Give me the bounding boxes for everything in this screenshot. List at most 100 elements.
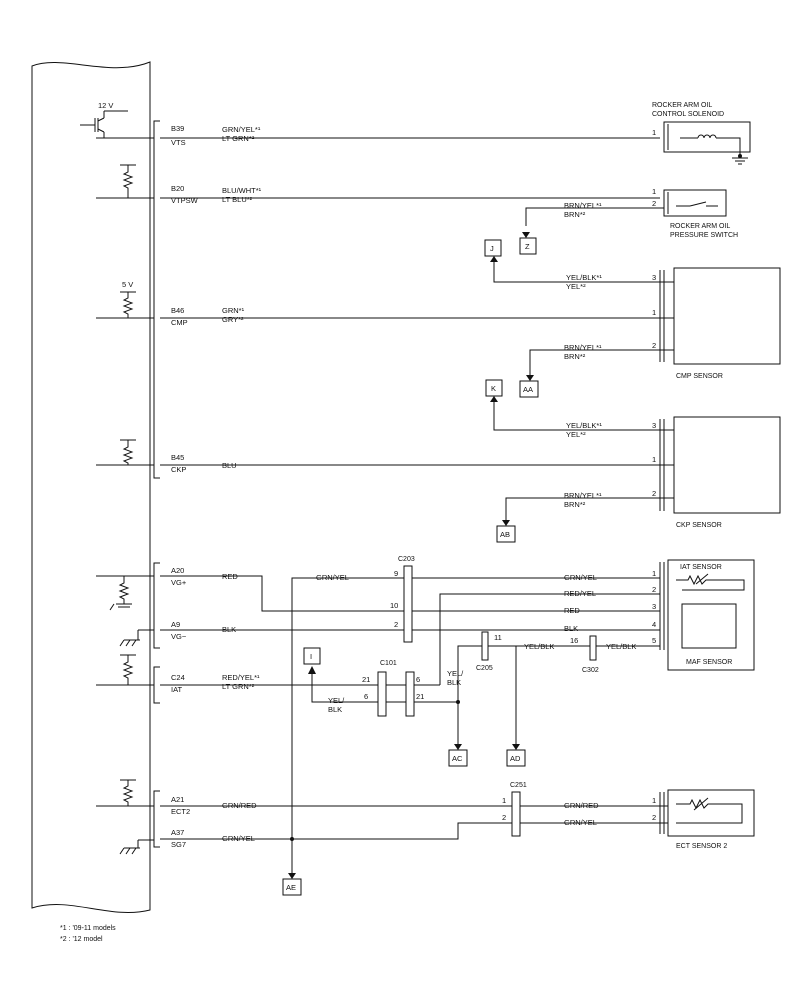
c101-pin-21-right: 21	[416, 692, 424, 701]
ecm-internal-circuits	[80, 110, 154, 855]
c205-connector	[481, 631, 489, 661]
c302-pin-16: 16	[570, 636, 578, 645]
wire-cmp-sig-label-1: GRN*¹	[222, 306, 245, 315]
wire-iat-label-2: LT GRN*²	[222, 682, 255, 691]
wire-sw-gnd-label-1: BRN/YEL*¹	[564, 201, 602, 210]
wire-grn-yel-label: GRN/YEL	[316, 573, 349, 582]
pin-maf-5: 5	[652, 636, 656, 645]
pin-ect-1: 1	[652, 796, 656, 805]
pressure-switch-label-2: PRESSURE SWITCH	[670, 232, 738, 239]
c203-pin-9: 9	[394, 569, 398, 578]
footnotes: *1 : '09-11 models *2 : '12 model	[60, 925, 116, 943]
ref-ae: AE	[286, 883, 296, 892]
ref-k: K	[491, 384, 496, 393]
pin-ect-2: 2	[652, 813, 656, 822]
ckp-circuit: YEL/BLK*¹ YEL*² 3 BLU 1 BRN/YEL*¹ BRN*² …	[160, 398, 781, 529]
wire-ect-grn-red-label: GRN/RED	[564, 801, 599, 810]
ref-j: J	[490, 244, 494, 253]
ground-dot	[738, 154, 742, 158]
ref-i: I	[310, 652, 312, 661]
wire-red-label: RED	[222, 572, 238, 581]
wire-vtpsw-label-2: LT BLU*²	[222, 195, 253, 204]
c203-connector	[403, 565, 413, 643]
wire-maf-grn-yel-label: GRN/YEL	[564, 573, 597, 582]
wire-c205-yel-blk-label-2: BLK	[447, 678, 461, 687]
reference-boxes: J Z K AA AB I AC AD AE	[282, 232, 539, 896]
pin-a37-id: A37	[171, 828, 184, 837]
ref-z: Z	[525, 242, 530, 251]
pin-maf-2: 2	[652, 585, 656, 594]
maf-element	[681, 603, 737, 649]
wire-ckp-gnd-label-2: BRN*²	[564, 500, 586, 509]
footnote-2: *2 : '12 model	[60, 936, 103, 943]
ref-ab: AB	[500, 530, 510, 539]
c203-pin-10: 10	[390, 601, 398, 610]
c203-pin-2: 2	[394, 620, 398, 629]
wire-c205-yel-blk-label-1: YEL/	[447, 669, 464, 678]
c205-pin-11: 11	[494, 633, 502, 642]
wire-maf-red-label: RED	[564, 606, 580, 615]
wire-ckp-sig-label: BLU	[222, 461, 237, 470]
maf-sensor-label: MAF SENSOR	[686, 659, 732, 666]
pin-a9-name: VG−	[171, 632, 187, 641]
ecm-connector-strip	[153, 120, 160, 848]
wire-cmp-gnd-label-1: BRN/YEL*¹	[564, 343, 602, 352]
ckp-sensor	[673, 416, 781, 514]
ref-ad: AD	[510, 754, 521, 763]
solenoid-label-2: CONTROL SOLENOID	[652, 111, 724, 118]
pin-sw-1: 1	[652, 187, 656, 196]
wire-c101-yel-blk-label-1: YEL/	[328, 696, 345, 705]
c101-label: C101	[380, 660, 397, 667]
c251-pin-1: 1	[502, 796, 506, 805]
wire-cmp-sig-label-2: GRY*²	[222, 315, 244, 324]
pin-cmp-1: 1	[652, 308, 656, 317]
pin-b39-name: VTS	[171, 138, 186, 147]
pin-sol-1: 1	[652, 128, 656, 137]
wire-maf-red-yel-label: RED/YEL	[564, 589, 596, 598]
pin-a37-name: SG7	[171, 840, 186, 849]
c101-connector-left	[377, 671, 387, 717]
pin-sw-2: 2	[652, 199, 656, 208]
wire-vts-label-2: LT GRN*²	[222, 134, 255, 143]
vts-circuit: GRN/YEL*¹ LT GRN*² 1 ROCKER ARM OIL CONT…	[160, 102, 751, 165]
wire-cmp-pwr-label-1: YEL/BLK*¹	[566, 273, 602, 282]
c251-pin-2: 2	[502, 813, 506, 822]
ckp-sensor-label: CKP SENSOR	[676, 522, 722, 529]
ect-sensor-2	[667, 789, 755, 837]
ecm-pin-labels: B39 VTS B20 VTPSW B46 CMP B45 CKP A20 VG…	[171, 124, 199, 849]
c251-connector	[511, 791, 521, 837]
c302-label: C302	[582, 667, 599, 674]
c251-label: C251	[510, 782, 527, 789]
wire-iat-label-1: RED/YEL*¹	[222, 673, 260, 682]
ect-sensor-2-label: ECT SENSOR 2	[676, 843, 727, 850]
wire-cmp-gnd-label-2: BRN*²	[564, 352, 586, 361]
pin-b20-id: B20	[171, 184, 184, 193]
pin-c24-name: IAT	[171, 685, 183, 694]
ref-aa: AA	[523, 385, 533, 394]
pin-maf-4: 4	[652, 620, 656, 629]
pin-a21-name: ECT2	[171, 807, 190, 816]
ecm-outline	[31, 61, 151, 913]
wire-ckp-pwr-label-2: YEL*²	[566, 430, 586, 439]
footnote-1: *1 : '09-11 models	[60, 925, 116, 932]
pin-ckp-2: 2	[652, 489, 656, 498]
pin-b46-name: CMP	[171, 318, 188, 327]
wire-maf-blk-label: BLK	[564, 624, 578, 633]
pin-cmp-2: 2	[652, 341, 656, 350]
wire-vts-label-1: GRN/YEL*¹	[222, 125, 261, 134]
ect2-circuit: GRN/RED GRN/YEL C251 1 2 GRN/RED GRN/YEL…	[160, 782, 755, 850]
wire-cmp-pwr-label-2: YEL*²	[566, 282, 586, 291]
rocker-arm-oil-pressure-switch	[663, 189, 727, 217]
c101-connector-right	[405, 671, 415, 717]
pin-b45-id: B45	[171, 453, 184, 462]
pin-maf-3: 3	[652, 602, 656, 611]
c101-pin-6-right: 6	[416, 675, 420, 684]
pressure-switch-label-1: ROCKER ARM OIL	[670, 223, 730, 230]
pin-b46-id: B46	[171, 306, 184, 315]
pin-ckp-1: 1	[652, 455, 656, 464]
wire-blk-label: BLK	[222, 625, 236, 634]
wire-grn-red-label: GRN/RED	[222, 801, 257, 810]
supply-5v-label: 5 V	[122, 280, 133, 289]
pin-a9-id: A9	[171, 620, 180, 629]
